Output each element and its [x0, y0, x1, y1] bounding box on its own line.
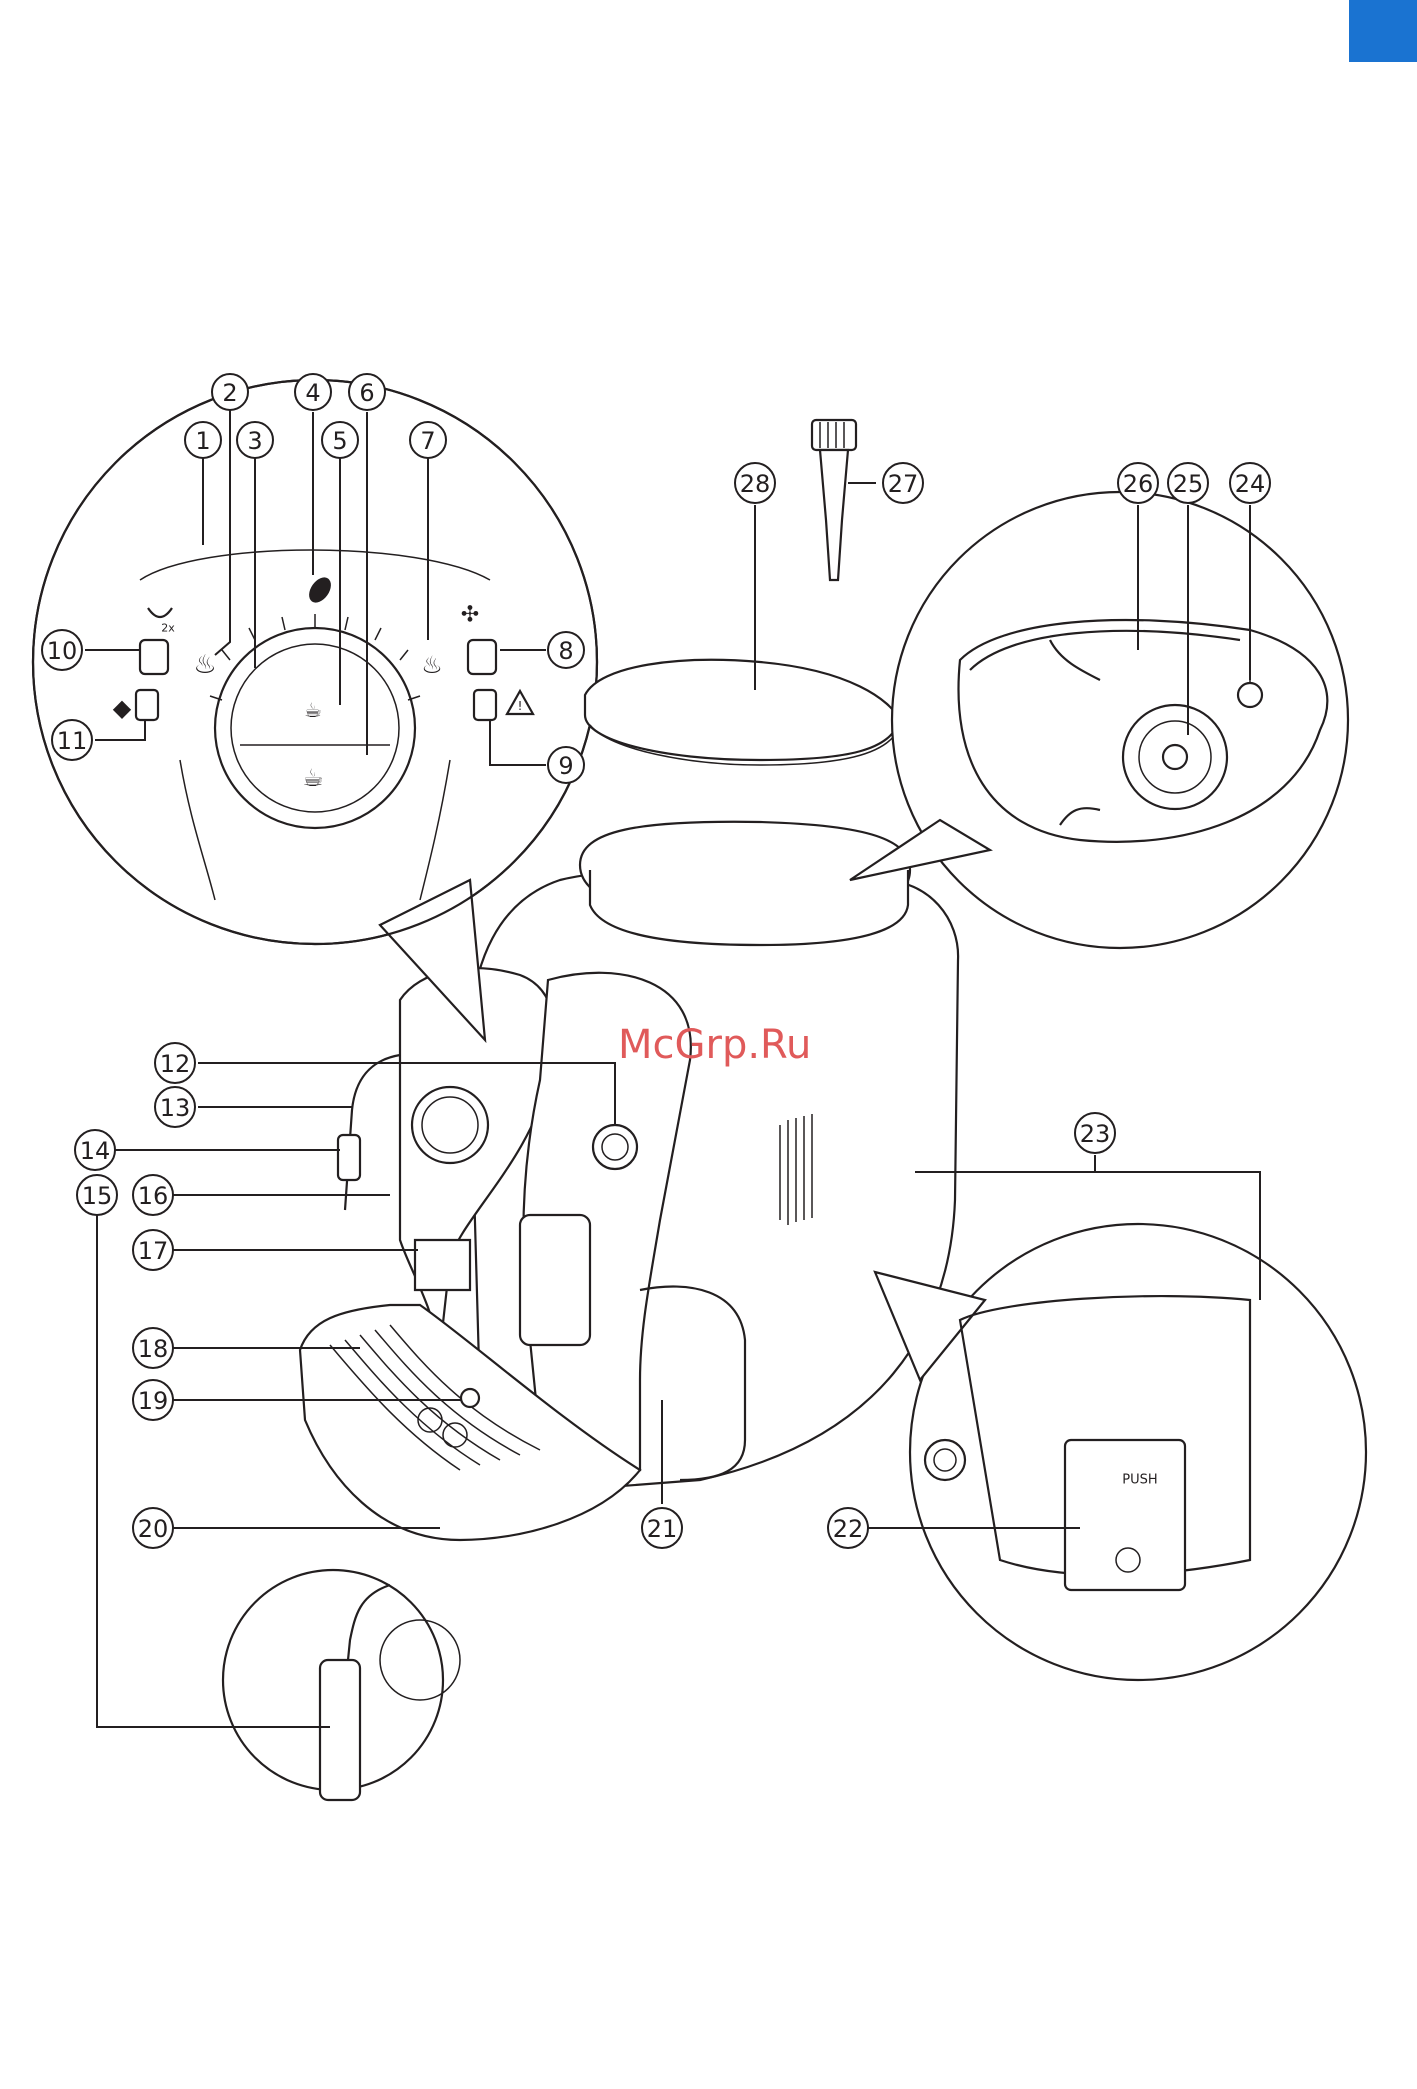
steam-wand-zoom — [223, 1570, 460, 1800]
double-espresso-button[interactable] — [140, 640, 168, 674]
callout-23: 23 — [1075, 1113, 1115, 1153]
svg-text:6: 6 — [359, 379, 374, 407]
watermark-text: McGrp.Ru — [618, 1022, 811, 1068]
svg-text:16: 16 — [138, 1182, 169, 1210]
callout-12: 12 — [155, 1043, 195, 1083]
svg-text:15: 15 — [82, 1182, 113, 1210]
svg-text:19: 19 — [138, 1387, 169, 1415]
large-cup-icon: ☕ — [302, 764, 324, 792]
steam-icon: ♨ — [193, 650, 216, 680]
water-light-indicator — [136, 690, 158, 720]
callout-11: 11 — [52, 720, 92, 760]
svg-text:1: 1 — [195, 427, 210, 455]
callout-27: 27 — [883, 463, 923, 503]
svg-text:14: 14 — [80, 1137, 111, 1165]
callout-9: 9 — [548, 747, 584, 783]
svg-text:27: 27 — [888, 470, 919, 498]
callout-4: 4 — [295, 374, 331, 410]
callout-17: 17 — [133, 1230, 173, 1270]
callout-25: 25 — [1168, 463, 1208, 503]
callout-18: 18 — [133, 1328, 173, 1368]
svg-text:17: 17 — [138, 1237, 169, 1265]
water-empty-icon: ◆ — [113, 694, 132, 722]
svg-text:22: 22 — [833, 1515, 864, 1543]
callout-13: 13 — [155, 1087, 195, 1127]
svg-text:7: 7 — [420, 427, 435, 455]
callout-16: 16 — [133, 1175, 173, 1215]
callout-20: 20 — [133, 1508, 173, 1548]
callout-22: 22 — [828, 1508, 868, 1548]
svg-text:20: 20 — [138, 1515, 169, 1543]
callout-19: 19 — [133, 1380, 173, 1420]
svg-text:2: 2 — [222, 379, 237, 407]
svg-text:13: 13 — [160, 1094, 191, 1122]
callout-10: 10 — [42, 630, 82, 670]
callout-8: 8 — [548, 632, 584, 668]
bean-hopper-zoom — [850, 492, 1348, 948]
callout-5: 5 — [322, 422, 358, 458]
brew-unit-zoom: PUSH — [875, 1224, 1366, 1680]
double-indicator-label: 2x — [161, 622, 175, 635]
hot-water-icon: ♨ — [421, 651, 443, 679]
hot-water-button[interactable] — [468, 640, 496, 674]
svg-text:!: ! — [518, 699, 523, 713]
callout-15: 15 — [77, 1175, 117, 1215]
descale-icon: ✣ — [461, 603, 479, 628]
svg-text:8: 8 — [558, 637, 573, 665]
callout-14: 14 — [75, 1130, 115, 1170]
callout-26: 26 — [1118, 463, 1158, 503]
grinder-knob — [812, 420, 856, 580]
callout-6: 6 — [349, 374, 385, 410]
svg-text:21: 21 — [647, 1515, 678, 1543]
svg-text:24: 24 — [1235, 470, 1266, 498]
callout-7: 7 — [410, 422, 446, 458]
svg-text:3: 3 — [247, 427, 262, 455]
bean-lid — [585, 660, 900, 765]
svg-text:18: 18 — [138, 1335, 169, 1363]
warning-light-indicator — [474, 690, 496, 720]
svg-text:11: 11 — [57, 727, 88, 755]
svg-text:12: 12 — [160, 1050, 191, 1078]
svg-text:25: 25 — [1173, 470, 1204, 498]
callout-21: 21 — [642, 1508, 682, 1548]
svg-text:9: 9 — [558, 752, 573, 780]
callout-28: 28 — [735, 463, 775, 503]
callout-3: 3 — [237, 422, 273, 458]
svg-text:5: 5 — [332, 427, 347, 455]
svg-text:4: 4 — [305, 379, 320, 407]
small-cup-icon: ☕ — [304, 698, 322, 722]
callout-2: 2 — [212, 374, 248, 410]
callout-1: 1 — [185, 422, 221, 458]
svg-text:10: 10 — [47, 637, 78, 665]
callout-24: 24 — [1230, 463, 1270, 503]
svg-text:26: 26 — [1123, 470, 1154, 498]
brew-unit-push-label: PUSH — [1122, 1473, 1157, 1488]
svg-text:28: 28 — [740, 470, 771, 498]
svg-text:23: 23 — [1080, 1120, 1111, 1148]
